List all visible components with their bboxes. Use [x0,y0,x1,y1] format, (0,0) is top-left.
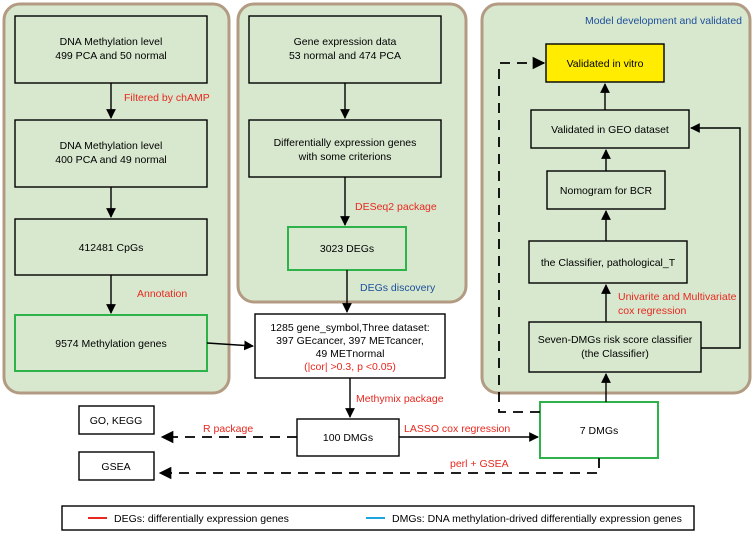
expression-box1-line1: Gene expression data [294,36,397,48]
annotation-label: Annotation [137,288,187,300]
legend-dmgs-text: DMGs: DNA methylation-drived differentia… [392,513,682,525]
degs-box [287,226,407,271]
methylation-level-box-1 [14,15,208,84]
go-kegg-text: GO, KEGG [90,415,143,427]
dmgs-100-box [296,418,400,457]
deseq-label: DESeq2 package [355,201,437,213]
degs-text: 3023 DEGs [320,243,374,255]
validated-geo-box [530,109,690,149]
validated-vitro-text: Validated in vitro [567,58,644,70]
degs-discovery-title: DEGs discovery [360,282,436,294]
dataset-line3: 49 METnormal [316,348,385,360]
methylation-panel [2,2,231,395]
methymix-label: Methymix package [356,393,444,405]
expression-box2-line1: Differentially expression genes [274,137,417,149]
filter-label: Filtered by chAMP [124,92,210,104]
classifier-t-box [528,240,688,284]
dmgs-100-text: 100 DMGs [323,432,373,444]
dataset-line1: 1285 gene_symbol,Three dataset: [270,322,429,334]
r-package-label: R package [203,423,253,435]
seven-dmgs-line2: (the Classifier) [581,348,649,360]
arrow-genes-to-dataset [206,340,254,351]
expression-box1-line2: 53 normal and 474 PCA [289,50,401,62]
gsea-box [78,451,155,481]
dmgs-7-box [539,401,659,459]
go-kegg-box [78,405,155,435]
methylation-box2-line2: 400 PCA and 49 normal [55,154,167,166]
methylation-level-box-2 [14,119,208,188]
dashed-to-vitro [498,56,546,413]
methylation-box1-line1: DNA Methylation level [60,36,163,48]
classifier-t-text: the Classifier, pathological_T [541,257,676,269]
lasso-label: LASSO cox regression [404,423,510,435]
methylation-box1-line2: 499 PCA and 50 normal [55,50,167,62]
legend-degs-text: DEGs: differentially expression genes [114,513,289,525]
dataset-correlation: (|cor| >0.3, p <0.05) [304,361,396,373]
gsea-text: GSEA [101,461,130,473]
expression-box2-line2: with some criterions [298,151,392,163]
dataset-line2: 397 GEcancer, 397 METcancer, [276,335,424,347]
seven-dmgs-line1: Seven-DMGs risk score classifier [538,334,693,346]
seven-dmgs-box [528,321,702,373]
methylation-genes-text: 9574 Methylation genes [55,338,167,350]
cpgs-box [14,218,208,276]
validated-geo-text: Validated in GEO dataset [551,124,669,136]
validated-vitro-box [545,43,665,83]
perl-gsea-label: perl + GSEA [450,458,509,470]
dashed-perl-gsea [158,458,600,480]
dataset-box [254,313,446,379]
dmgs-7-text: 7 DMGs [580,425,619,437]
nomogram-text: Nomogram for BCR [560,185,653,197]
methylation-genes-box [14,314,208,372]
nomogram-box [546,170,666,210]
cox-label-line2: cox regression [618,305,686,317]
cox-label-line1: Univarite and Multivariate [618,291,737,303]
model-title: Model development and validated [585,15,742,27]
methylation-box2-line1: DNA Methylation level [60,140,163,152]
arrow-seven-to-geo-loop [690,123,741,349]
cpgs-text: 412481 CpGs [79,242,144,254]
